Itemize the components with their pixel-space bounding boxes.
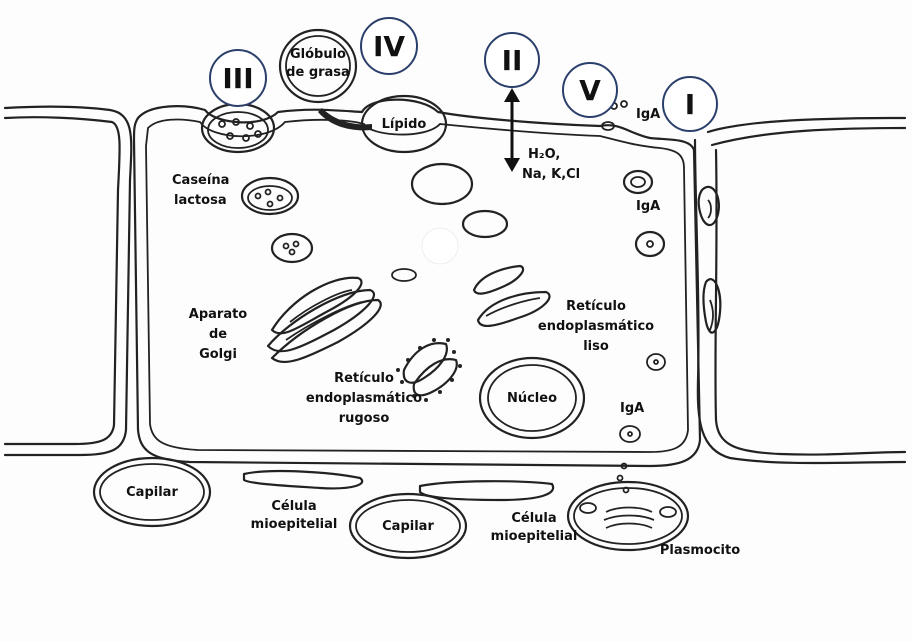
capillary-left xyxy=(92,456,212,528)
vacuole-large xyxy=(410,162,474,206)
label-nucleo: Núcleo xyxy=(507,391,557,406)
label-celula-right: Célula xyxy=(511,511,556,526)
myoepithelial-cell-left xyxy=(242,469,364,490)
label-h2o: H₂O, xyxy=(528,147,560,162)
label-capilar-center: Capilar xyxy=(382,519,434,534)
label-mioepitelial-left: mioepitelial xyxy=(251,517,338,532)
label-de-grasa: de grasa xyxy=(286,65,350,80)
svg-text:V: V xyxy=(579,74,601,107)
label-lipido: Lípido xyxy=(382,117,427,132)
marker-v: V xyxy=(562,62,618,118)
smooth-er xyxy=(472,264,551,327)
marker-i: I xyxy=(662,76,718,132)
small-vesicle xyxy=(391,268,417,282)
vesicle-casein-2 xyxy=(270,232,314,264)
main-cell-membrane xyxy=(132,98,702,468)
svg-text:IV: IV xyxy=(373,30,405,63)
left-neighbor-cell xyxy=(3,105,133,457)
vacuole-small xyxy=(461,209,509,239)
right-neighbor-cell xyxy=(693,116,907,465)
nucleus xyxy=(478,356,586,440)
intercellular-vesicles xyxy=(697,185,722,334)
label-lactosa: lactosa xyxy=(174,193,227,208)
marker-iv: IV xyxy=(360,17,418,75)
label-plasmocito: Plasmocito xyxy=(660,543,740,558)
label-golgi: Golgi xyxy=(199,347,237,362)
label-de: de xyxy=(209,327,227,342)
label-na-k-cl: Na, K,Cl xyxy=(522,167,580,182)
svg-text:II: II xyxy=(502,44,523,77)
fat-globule xyxy=(278,28,358,104)
label-celula-left: Célula xyxy=(271,499,316,514)
iga-vesicles-right xyxy=(619,169,666,443)
transport-arrow xyxy=(504,88,520,172)
label-iga-right: IgA xyxy=(636,199,660,214)
label-mioepitelial-right: mioepitelial xyxy=(491,529,578,544)
light-spot xyxy=(421,227,459,265)
plasmocyte xyxy=(566,462,690,552)
myoepithelial-cell-right xyxy=(418,480,555,502)
label-reticulo-liso-2: endoplasmático xyxy=(538,319,654,334)
label-reticulo-rugoso-3: rugoso xyxy=(339,411,390,426)
label-reticulo-liso-3: liso xyxy=(583,339,609,354)
marker-ii: II xyxy=(484,32,540,88)
label-reticulo-rugoso-2: endoplasmático xyxy=(306,391,422,406)
golgi-apparatus xyxy=(266,276,382,363)
label-globulo: Glóbulo xyxy=(290,47,346,62)
label-caseina: Caseína xyxy=(172,173,229,188)
vesicle-casein-1 xyxy=(240,176,300,216)
label-aparato: Aparato xyxy=(189,307,248,322)
label-capilar-left: Capilar xyxy=(126,485,178,500)
capillary-center xyxy=(348,492,468,560)
svg-text:III: III xyxy=(222,62,253,95)
svg-text:I: I xyxy=(685,88,695,121)
label-reticulo-liso-1: Retículo xyxy=(566,299,626,314)
marker-iii: III xyxy=(209,49,267,107)
lipid-droplet xyxy=(318,94,448,154)
rough-er xyxy=(396,338,462,402)
label-iga-top: IgA xyxy=(636,107,660,122)
label-reticulo-rugoso-1: Retículo xyxy=(334,371,394,386)
apical-vesicle-iii xyxy=(200,102,276,154)
label-iga-bottom: IgA xyxy=(620,401,644,416)
